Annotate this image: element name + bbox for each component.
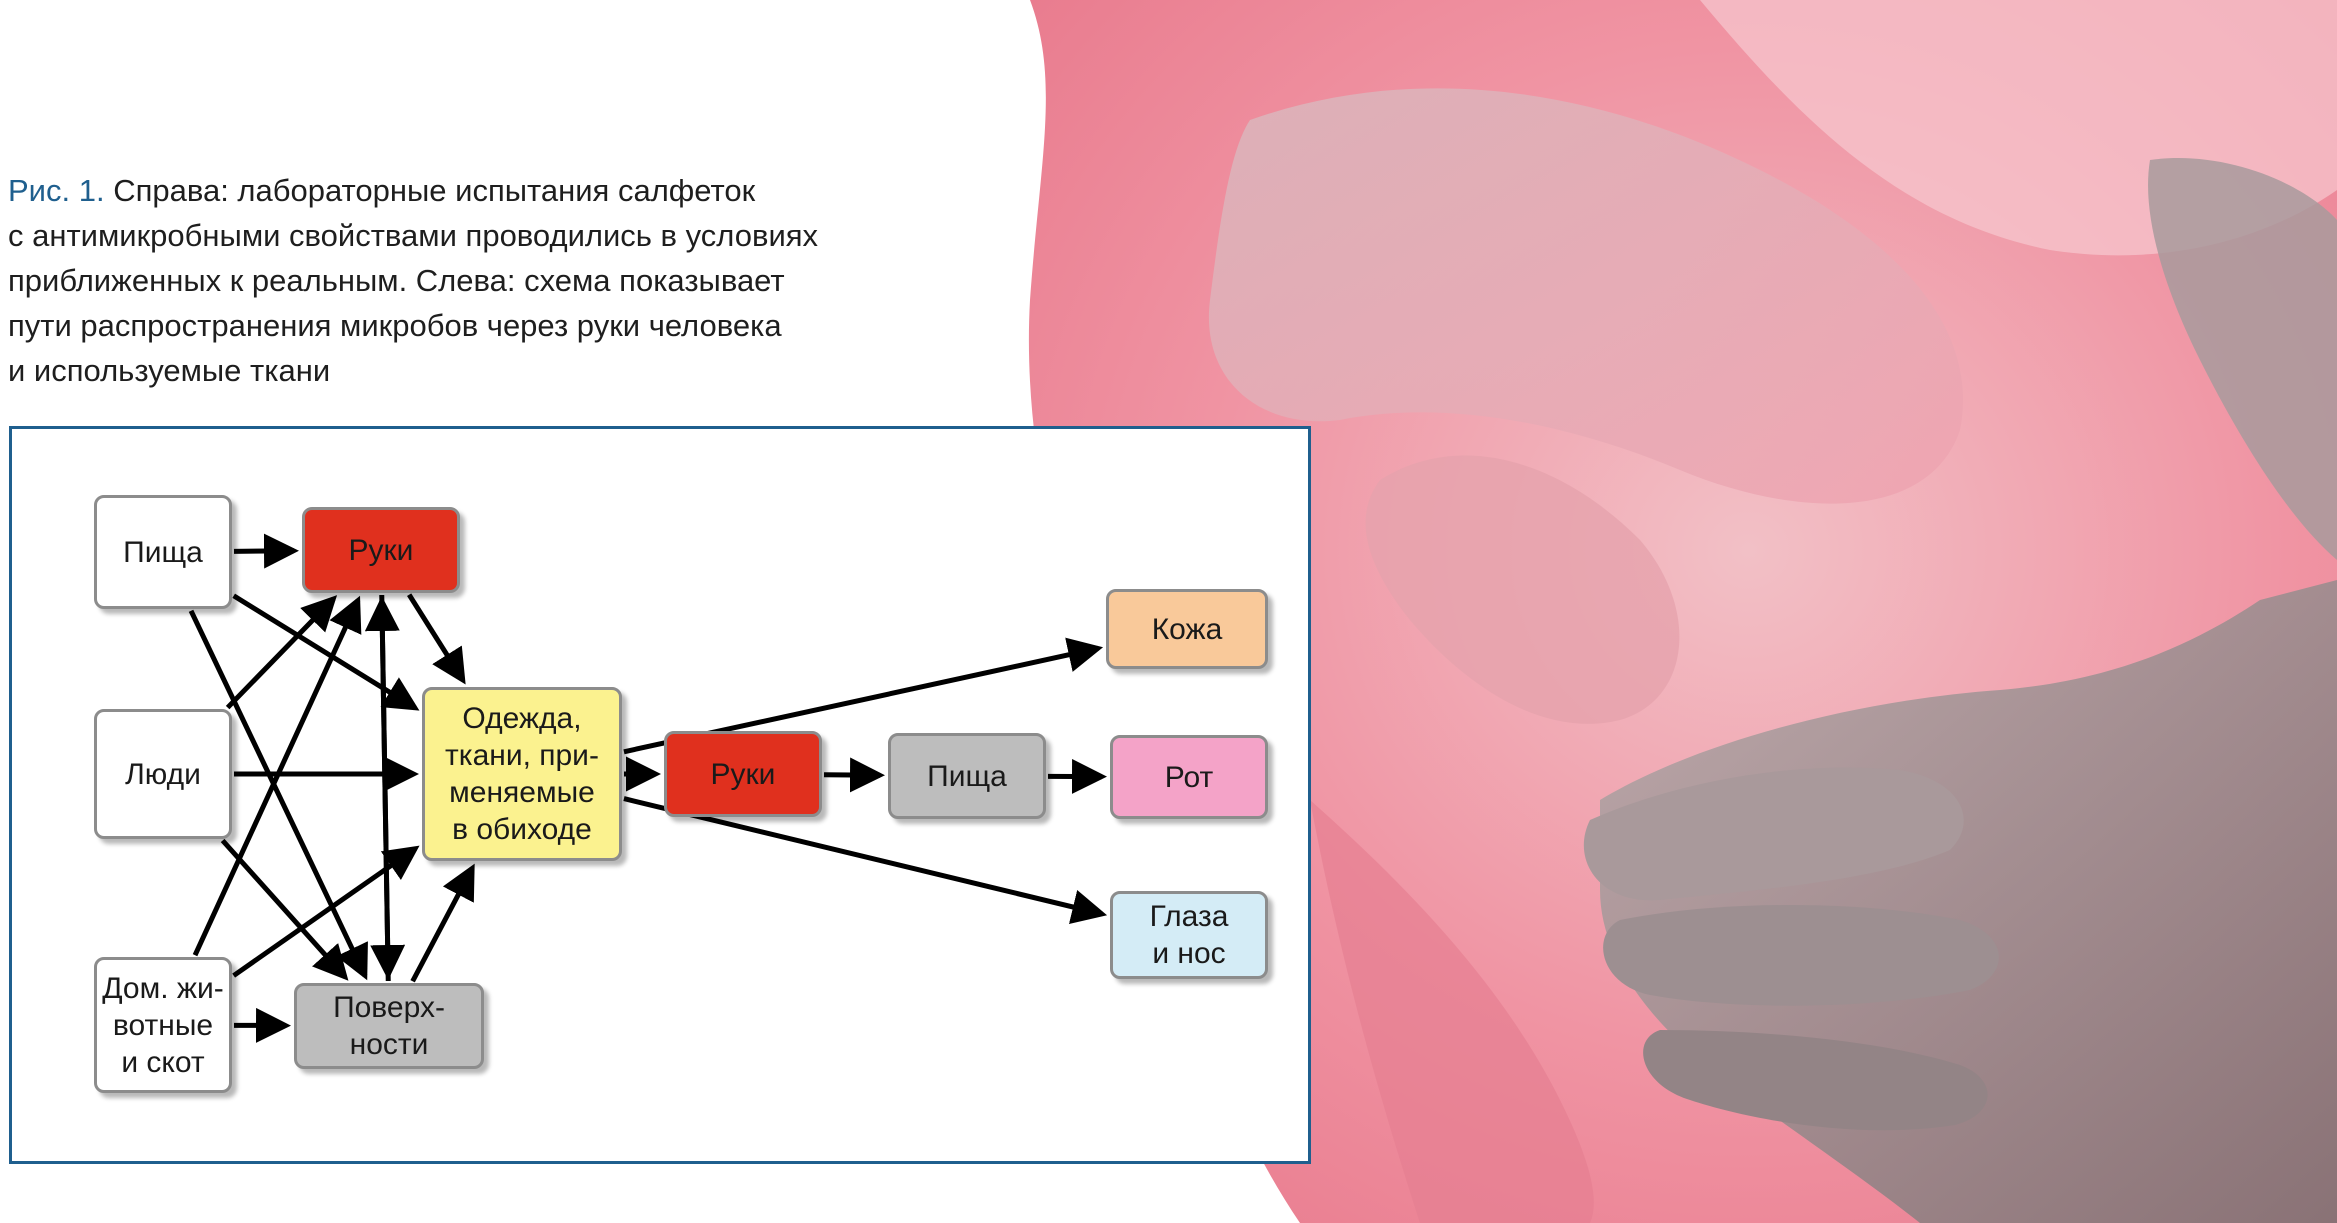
arrow-food_source-to-surfaces — [188, 609, 368, 981]
node-skin: Кожа — [1106, 589, 1268, 669]
node-mouth: Рот — [1110, 735, 1268, 819]
arrow-surfaces-to-hands_top — [364, 595, 400, 982]
arrow-animals-to-hands_top — [192, 595, 362, 957]
arrow-hands_mid-to-food_mid — [823, 757, 886, 793]
node-textiles: Одежда, ткани, при- меняемые в обиходе — [422, 687, 622, 861]
node-people: Люди — [94, 709, 232, 839]
arrow-people-to-surfaces — [220, 838, 349, 981]
node-food-source: Пища — [94, 495, 232, 609]
figure-caption: Рис. 1. Справа: лабораторные испытания с… — [8, 168, 968, 393]
arrow-hands_top-to-textiles — [407, 593, 466, 685]
node-hands-top: Руки — [302, 507, 460, 593]
arrow-food_source-to-textiles — [232, 593, 420, 711]
node-eyes-and-nose: Глаза и нос — [1110, 891, 1268, 979]
node-food-middle: Пища — [888, 733, 1046, 819]
figure-label: Рис. 1. — [8, 173, 105, 208]
diagram-panel: Пища Люди Дом. жи- вотные и скот Руки По… — [9, 426, 1311, 1164]
diagram-arrows — [188, 533, 1108, 1043]
node-surfaces: Поверх- ности — [294, 983, 484, 1069]
arrow-textiles-to-eyes_nose — [623, 796, 1108, 925]
gloved-hand — [1583, 158, 2337, 1223]
arrow-people-to-hands_top — [225, 595, 338, 710]
node-hands-middle: Руки — [664, 731, 822, 817]
caption-text: Справа: лабораторные испытания салфеток … — [8, 173, 819, 388]
arrow-surfaces-to-textiles — [410, 863, 475, 983]
arrow-food_source-to-hands_top — [233, 533, 300, 569]
node-domestic-animals: Дом. жи- вотные и скот — [94, 957, 232, 1093]
